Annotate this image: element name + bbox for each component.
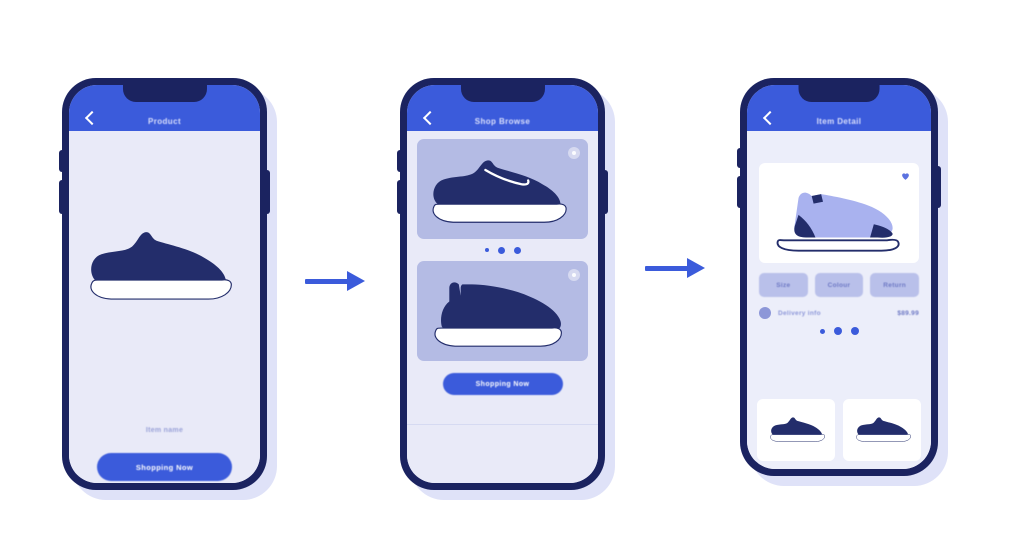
thumbnail-row bbox=[757, 399, 921, 461]
delivery-meta-row: Delivery info $89.99 bbox=[759, 307, 919, 319]
page-title: Item Detail bbox=[816, 117, 862, 126]
screen-1-content: Item name Shopping Now bbox=[69, 131, 260, 483]
shopping-now-button[interactable]: Shopping Now bbox=[97, 453, 232, 481]
notch bbox=[122, 85, 207, 102]
power-button[interactable] bbox=[604, 170, 608, 214]
store-icon bbox=[759, 307, 771, 319]
section-divider bbox=[407, 424, 598, 425]
volume-down-button[interactable] bbox=[59, 180, 63, 214]
page-title: Shop Browse bbox=[474, 117, 531, 126]
thumbnail-card[interactable] bbox=[843, 399, 921, 461]
product-caption: Item name bbox=[145, 427, 184, 434]
volume-up-button[interactable] bbox=[737, 148, 741, 168]
product-card[interactable] bbox=[417, 139, 588, 239]
volume-down-button[interactable] bbox=[737, 176, 741, 208]
price-value: $89.99 bbox=[897, 309, 919, 317]
carousel-dots[interactable] bbox=[417, 239, 588, 261]
heart-icon[interactable] bbox=[901, 172, 910, 181]
phone-frame: Item Detail bbox=[737, 78, 941, 476]
favorite-dot bbox=[572, 151, 576, 155]
notch bbox=[798, 85, 880, 102]
screen-3-content: Size Colour Return Delivery info $89.99 bbox=[747, 131, 931, 469]
carousel-dot[interactable] bbox=[484, 248, 489, 252]
hero-product-image bbox=[69, 199, 260, 319]
shopping-now-button[interactable]: Shopping Now bbox=[442, 373, 563, 395]
carousel-dot[interactable] bbox=[819, 328, 825, 334]
volume-down-button[interactable] bbox=[397, 180, 401, 214]
chip-colour[interactable]: Colour bbox=[814, 273, 864, 297]
carousel-dot[interactable] bbox=[850, 327, 859, 335]
power-button[interactable] bbox=[937, 166, 941, 208]
favorite-circle-icon[interactable] bbox=[568, 269, 580, 281]
arrow-shaft bbox=[305, 279, 355, 284]
volume-up-button[interactable] bbox=[397, 150, 401, 172]
phone-mockup-3: Item Detail bbox=[737, 78, 948, 486]
phone-screen: Item Detail bbox=[747, 85, 931, 469]
notch bbox=[460, 85, 545, 102]
favorite-circle-icon[interactable] bbox=[568, 147, 580, 159]
arrow-step-2-to-3 bbox=[645, 255, 715, 281]
option-chips: Size Colour Return bbox=[759, 273, 920, 297]
arrow-head-icon bbox=[347, 271, 365, 291]
carousel-dots[interactable] bbox=[747, 327, 931, 335]
screen-2-content: Shopping Now bbox=[407, 131, 598, 483]
phone-frame: Product Item name Shopping Now bbox=[59, 78, 270, 490]
phone-mockup-2: Shop Browse bbox=[397, 78, 615, 500]
arrow-head-icon bbox=[687, 258, 705, 278]
detail-product-image bbox=[759, 163, 919, 263]
phone-frame: Shop Browse bbox=[397, 78, 608, 490]
power-button[interactable] bbox=[266, 170, 270, 214]
carousel-dot[interactable] bbox=[833, 327, 842, 335]
chip-size[interactable]: Size bbox=[759, 273, 808, 297]
volume-up-button[interactable] bbox=[59, 150, 63, 172]
phone-screen: Product Item name Shopping Now bbox=[69, 85, 260, 483]
product-card[interactable] bbox=[417, 261, 588, 361]
phone-screen: Shop Browse bbox=[407, 85, 598, 483]
arrow-shaft bbox=[645, 266, 695, 271]
chip-return[interactable]: Return bbox=[870, 273, 920, 297]
phone-mockup-1: Product Item name Shopping Now bbox=[59, 78, 277, 500]
favorite-dot bbox=[572, 273, 576, 277]
thumbnail-card[interactable] bbox=[757, 399, 835, 461]
delivery-label: Delivery info bbox=[778, 309, 821, 317]
arrow-step-1-to-2 bbox=[305, 268, 375, 294]
carousel-dot[interactable] bbox=[513, 246, 521, 254]
page-title: Product bbox=[147, 117, 182, 126]
carousel-dot[interactable] bbox=[497, 246, 505, 254]
